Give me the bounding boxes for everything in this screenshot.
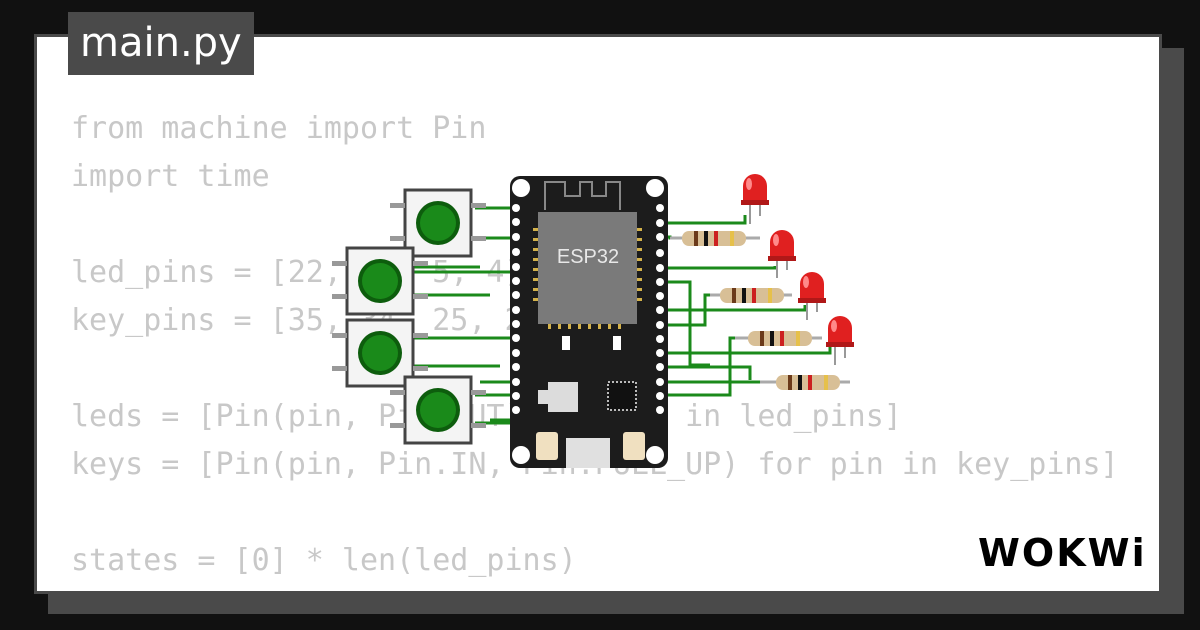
- circuit-diagram: ESP32: [332, 174, 854, 468]
- resistor-icon: [670, 231, 760, 246]
- code-line: from machine import Pin: [71, 111, 487, 146]
- wokwi-logo: WOKWi: [978, 531, 1147, 575]
- red-led-icon[interactable]: [768, 230, 796, 278]
- pushbutton-icon[interactable]: [390, 375, 486, 445]
- code-line: led_pins = [22, 21, 5, 4]: [71, 255, 523, 290]
- board-label: ESP32: [557, 246, 619, 268]
- red-led-icon[interactable]: [798, 272, 826, 320]
- red-led-icon[interactable]: [741, 174, 769, 224]
- pushbutton-icon[interactable]: [390, 188, 486, 258]
- pushbutton-icon[interactable]: [332, 318, 428, 388]
- code-line: states = [0] * len(led_pins): [71, 543, 577, 578]
- resistor-icon: [710, 288, 792, 303]
- red-led-icon[interactable]: [826, 316, 854, 365]
- wokwi-wordmark: WOKWi: [978, 531, 1147, 575]
- resistor-icon: [735, 331, 822, 346]
- esp32-board[interactable]: ESP32: [510, 176, 668, 468]
- file-tab[interactable]: main.py: [68, 12, 254, 75]
- pushbutton-icon[interactable]: [332, 246, 428, 316]
- resistor-icon: [760, 375, 850, 390]
- code-line: import time: [71, 159, 270, 194]
